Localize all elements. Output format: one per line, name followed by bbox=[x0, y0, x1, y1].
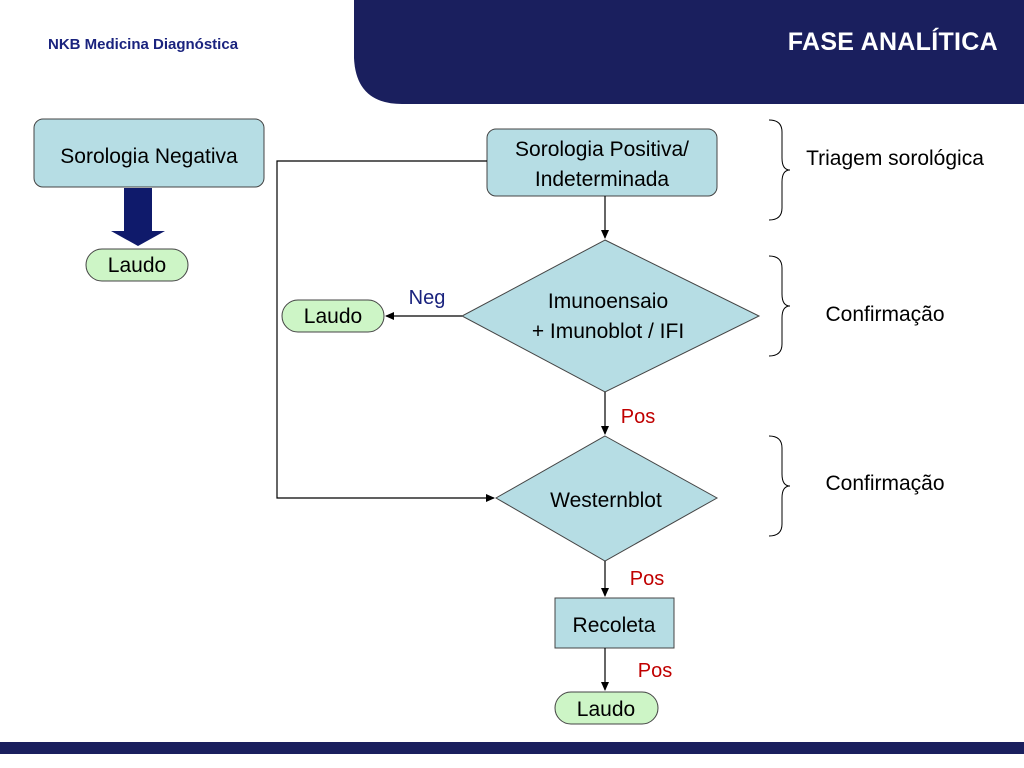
brand-name: NKB Medicina Diagnóstica bbox=[48, 36, 239, 53]
bracket-label-confirmacao-2: Confirmação bbox=[825, 472, 944, 495]
footer-stripe bbox=[0, 742, 1024, 754]
brace-confirmacao-2 bbox=[768, 435, 791, 537]
node-laudo-neg: Laudo bbox=[281, 299, 385, 333]
node-imunoensaio-line1: Imunoensaio bbox=[548, 290, 668, 313]
node-laudo-left: Laudo bbox=[85, 248, 189, 282]
bracket-label-confirmacao-1: Confirmação bbox=[825, 303, 944, 326]
node-sorologia-negativa: Sorologia Negativa bbox=[33, 118, 265, 188]
page-title: FASE ANALÍTICA bbox=[787, 28, 998, 56]
edge-label-pos-2: Pos bbox=[630, 568, 664, 590]
node-laudo-bottom: Laudo bbox=[554, 691, 659, 725]
node-westernblot-label: Westernblot bbox=[550, 489, 662, 512]
brace-confirmacao-1 bbox=[768, 255, 791, 357]
edge-bypass-to-westernblot bbox=[276, 160, 495, 502]
node-sorologia-positiva-line2: Indeterminada bbox=[535, 168, 670, 191]
node-sorologia-negativa-label: Sorologia Negativa bbox=[60, 145, 238, 168]
node-recoleta: Recoleta bbox=[554, 597, 675, 649]
header-banner bbox=[354, 0, 1024, 104]
node-sorologia-positiva-line1: Sorologia Positiva/ bbox=[515, 138, 689, 161]
node-sorologia-positiva: Sorologia Positiva/ Indeterminada bbox=[486, 128, 718, 197]
edge-label-pos-1: Pos bbox=[621, 406, 655, 428]
node-westernblot: Westernblot bbox=[494, 435, 719, 562]
node-laudo-left-label: Laudo bbox=[108, 254, 166, 277]
brace-triagem bbox=[768, 119, 791, 221]
node-imunoensaio-line2: + Imunoblot / IFI bbox=[532, 320, 684, 343]
node-recoleta-label: Recoleta bbox=[573, 614, 656, 637]
edge-label-neg: Neg bbox=[409, 287, 446, 309]
edge-label-pos-3: Pos bbox=[638, 660, 672, 682]
node-laudo-neg-label: Laudo bbox=[304, 305, 362, 328]
node-imunoensaio: Imunoensaio + Imunoblot / IFI bbox=[460, 239, 761, 393]
down-arrow-icon bbox=[111, 188, 165, 246]
node-laudo-bottom-label: Laudo bbox=[577, 698, 635, 721]
bracket-label-triagem: Triagem sorológica bbox=[806, 147, 984, 170]
